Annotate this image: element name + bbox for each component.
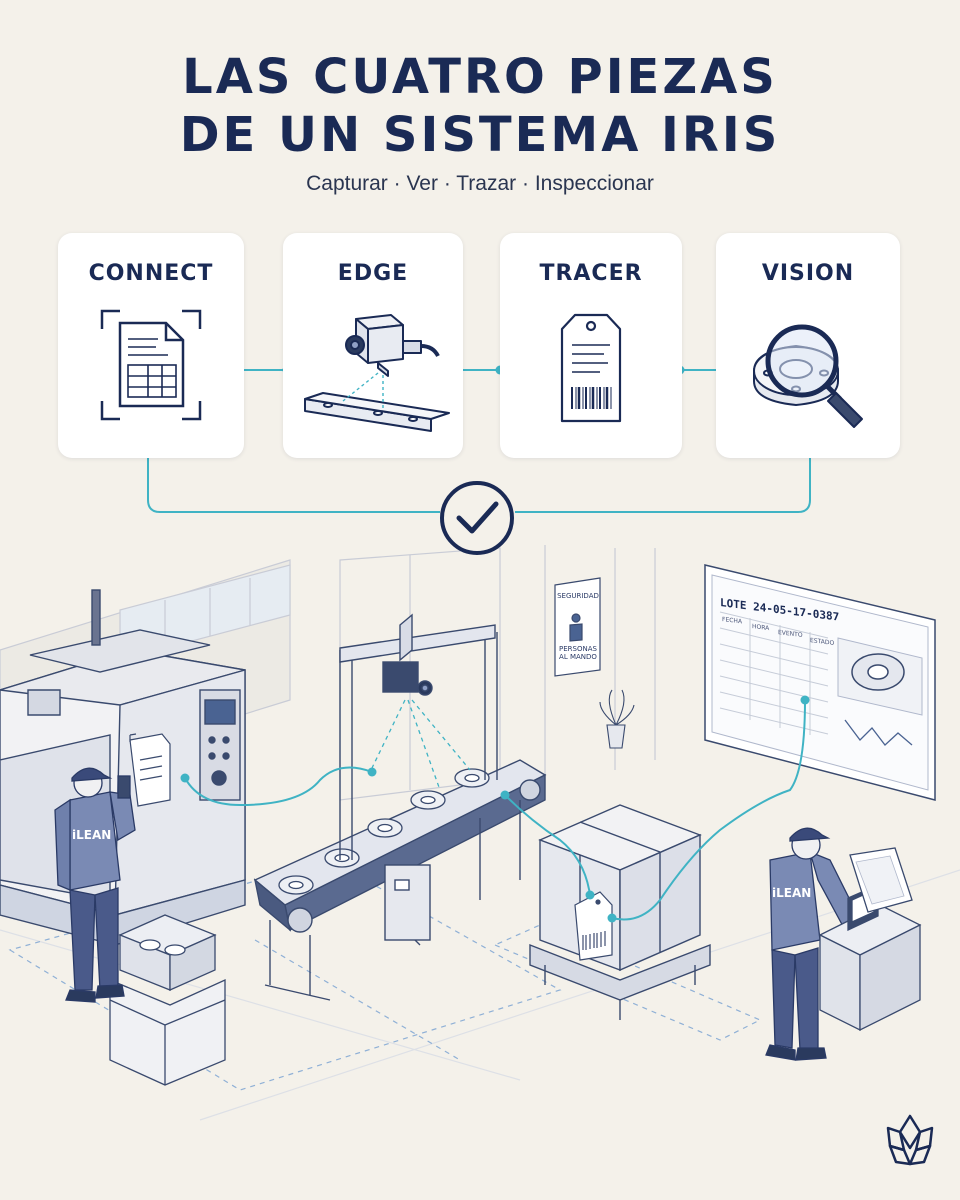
document-scan-icon — [100, 309, 202, 421]
camera-rays — [371, 699, 471, 791]
sign-top-text: SEGURIDAD — [557, 592, 599, 600]
card-tracer[interactable]: TRACER — [500, 233, 682, 458]
card-connect[interactable]: CONNECT — [58, 233, 244, 458]
title-line-2: DE UN SISTEMA IRIS — [179, 107, 781, 163]
scene-link-dots — [180, 695, 810, 923]
dashboard-monitor — [704, 564, 936, 801]
camera-icon — [304, 314, 450, 432]
pallet-tag — [574, 891, 613, 961]
card-tracer-label: TRACER — [539, 261, 643, 286]
conveyor-parts — [278, 768, 490, 895]
card-edge[interactable]: EDGE — [283, 233, 463, 458]
card-vision[interactable]: VISION — [716, 233, 900, 458]
sign-bottom-text: PERSONAS AL MANDO — [557, 645, 599, 661]
parts-bin — [109, 914, 226, 1086]
magnifier-part-icon — [753, 324, 863, 428]
title-line-1: LAS CUATRO PIEZAS — [182, 49, 778, 105]
laptop-station — [818, 847, 922, 1032]
card-connect-label: CONNECT — [88, 261, 214, 286]
camera-gantry — [339, 613, 498, 860]
worker-left — [54, 767, 136, 1003]
sign-bottom-line-2: AL MANDO — [559, 653, 597, 661]
sign-bottom-line-1: PERSONAS — [559, 645, 597, 653]
page-subtitle: Capturar · Ver · Trazar · Inspeccionar — [306, 172, 654, 195]
check-circle-icon — [440, 481, 514, 555]
machine-document — [129, 733, 171, 807]
barcode-tag-icon — [560, 313, 622, 423]
card-edge-label: EDGE — [337, 261, 409, 286]
card-vision-label: VISION — [761, 261, 855, 286]
page-title: LAS CUATRO PIEZAS DE UN SISTEMA IRIS — [0, 48, 960, 164]
worker-left-badge: iLEAN — [72, 828, 112, 842]
worker-right-badge: iLEAN — [772, 886, 812, 900]
iris-logo-icon — [886, 1114, 934, 1166]
plant — [599, 689, 635, 749]
safety-sign — [554, 577, 601, 677]
floor-zones — [8, 859, 762, 1091]
card-connectors — [147, 369, 811, 513]
scene-data-links — [184, 699, 806, 921]
